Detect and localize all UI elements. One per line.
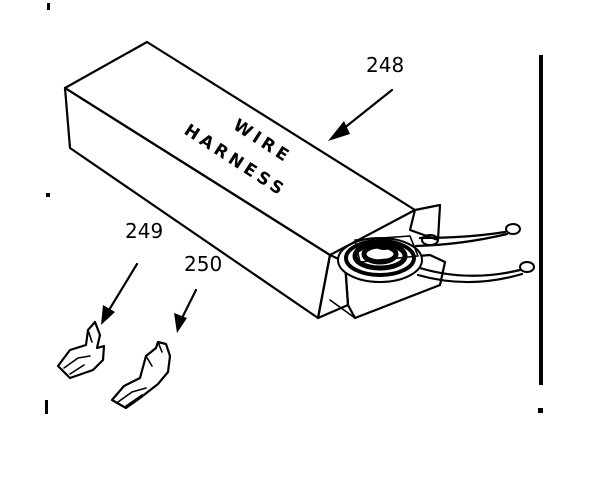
callout-248-arrow: [336, 88, 394, 135]
scan-mark: [45, 400, 48, 414]
ring-terminal-icon: [519, 261, 535, 273]
arrowhead-icon: [174, 313, 187, 333]
terminal-249-icon: [56, 320, 106, 380]
arrowhead-icon: [328, 121, 350, 141]
scan-mark: [47, 3, 50, 10]
arrowhead-icon: [101, 305, 115, 325]
box-top-face: [63, 40, 417, 257]
callout-248: 248: [366, 53, 404, 77]
box-end-flap-top: [408, 203, 442, 242]
harness-wires: [414, 223, 535, 284]
terminal-250-icon: [110, 340, 172, 410]
ring-terminal-icon: [505, 223, 521, 235]
callout-249: 249: [125, 219, 163, 243]
callout-249-arrow: [104, 262, 139, 317]
box-front-face: [63, 86, 332, 320]
harness-coil: [337, 234, 439, 283]
scan-mark: [538, 408, 543, 413]
scan-mark: [46, 193, 50, 197]
callout-250: 250: [184, 252, 222, 276]
